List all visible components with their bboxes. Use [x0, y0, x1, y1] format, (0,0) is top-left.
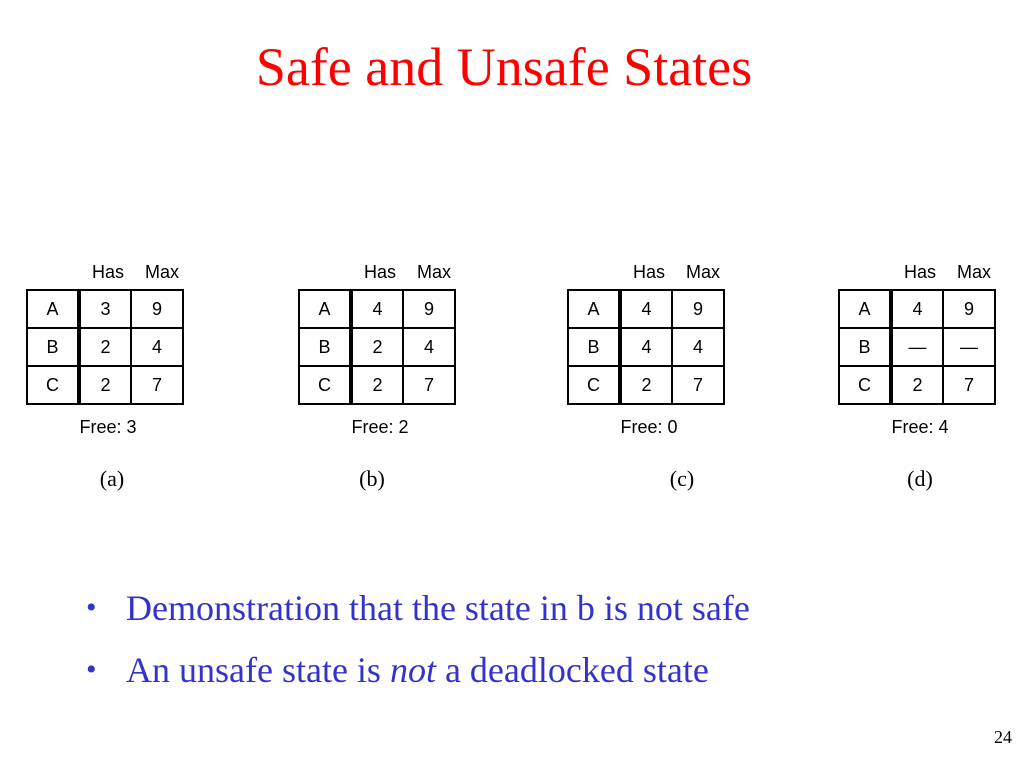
- column-header-max: Max: [416, 262, 451, 282]
- table-header: Has Max: [838, 257, 1002, 289]
- process-cell: C: [838, 365, 893, 405]
- free-count: Free: 2: [351, 417, 409, 437]
- has-cell: 3: [78, 289, 132, 329]
- table-row: C 2 7: [26, 365, 184, 405]
- bullet-text: An unsafe state is: [126, 650, 390, 690]
- max-cell: 7: [402, 365, 456, 405]
- process-cell: C: [567, 365, 622, 405]
- has-cell: 4: [890, 289, 944, 329]
- column-header-max: Max: [144, 262, 179, 282]
- has-cell: 2: [890, 365, 944, 405]
- process-cell: A: [838, 289, 893, 329]
- slide-title: Safe and Unsafe States: [255, 37, 753, 97]
- state-label-a: (a): [99, 466, 125, 491]
- column-header-has: Has: [903, 262, 936, 282]
- state-label-b: (b): [359, 466, 385, 491]
- has-cell: 2: [619, 365, 673, 405]
- bullet-list: • Demonstration that the state in b is n…: [86, 588, 750, 712]
- process-cell: A: [298, 289, 353, 329]
- column-header-max: Max: [956, 262, 991, 282]
- process-cell: B: [838, 327, 893, 367]
- has-cell: 4: [619, 289, 673, 329]
- table-row: A 4 9: [567, 289, 725, 329]
- has-cell: 4: [619, 327, 673, 367]
- state-label-c: (c): [669, 466, 695, 491]
- table-row: B 4 4: [567, 327, 725, 367]
- max-cell: 4: [130, 327, 184, 367]
- table-row: A 4 9: [298, 289, 456, 329]
- bullet-emphasis: not: [389, 650, 436, 690]
- bullet-item: • An unsafe state is not a deadlocked st…: [86, 650, 750, 690]
- bullet-text: Demonstration that the state in b is not…: [126, 588, 750, 628]
- has-cell: 2: [78, 327, 132, 367]
- free-count: Free: 0: [620, 417, 678, 437]
- max-cell: 7: [130, 365, 184, 405]
- table-row: A 3 9: [26, 289, 184, 329]
- state-table-a: Has Max A 3 9 B 2 4 C 2 7 Free: 3: [26, 257, 190, 438]
- table-row: B 2 4: [298, 327, 456, 367]
- state-table-b: Has Max A 4 9 B 2 4 C 2 7 Free: 2: [298, 257, 462, 438]
- free-count: Free: 4: [891, 417, 949, 437]
- max-cell: 9: [942, 289, 996, 329]
- resource-table: A 4 9 B 2 4 C 2 7: [298, 289, 456, 405]
- page-number: 24: [994, 727, 1012, 747]
- table-row: B 2 4: [26, 327, 184, 367]
- max-cell: 9: [402, 289, 456, 329]
- max-cell: 7: [942, 365, 996, 405]
- table-header: Has Max: [298, 257, 462, 289]
- state-table-c: Has Max A 4 9 B 4 4 C 2 7 Free: 0: [567, 257, 731, 438]
- process-cell: B: [26, 327, 81, 367]
- resource-table: A 4 9 B 4 4 C 2 7: [567, 289, 725, 405]
- max-cell: 9: [130, 289, 184, 329]
- has-cell: 2: [350, 365, 404, 405]
- process-cell: C: [298, 365, 353, 405]
- table-row: A 4 9: [838, 289, 996, 329]
- table-row: C 2 7: [838, 365, 996, 405]
- max-cell: —: [942, 327, 996, 367]
- bullet-dot-icon: •: [86, 591, 97, 624]
- state-label-d: (d): [907, 466, 933, 491]
- column-header-has: Has: [632, 262, 665, 282]
- has-cell: 2: [350, 327, 404, 367]
- free-count: Free: 3: [79, 417, 137, 437]
- table-row: B — —: [838, 327, 996, 367]
- bullet-item: • Demonstration that the state in b is n…: [86, 588, 750, 628]
- max-cell: 4: [671, 327, 725, 367]
- process-cell: B: [298, 327, 353, 367]
- process-cell: B: [567, 327, 622, 367]
- column-header-max: Max: [685, 262, 720, 282]
- process-cell: A: [26, 289, 81, 329]
- table-header: Has Max: [26, 257, 190, 289]
- process-cell: C: [26, 365, 81, 405]
- table-row: C 2 7: [298, 365, 456, 405]
- has-cell: —: [890, 327, 944, 367]
- max-cell: 4: [402, 327, 456, 367]
- bullet-dot-icon: •: [86, 653, 97, 686]
- resource-table: A 4 9 B — — C 2 7: [838, 289, 996, 405]
- max-cell: 7: [671, 365, 725, 405]
- table-row: C 2 7: [567, 365, 725, 405]
- process-cell: A: [567, 289, 622, 329]
- max-cell: 9: [671, 289, 725, 329]
- state-table-d: Has Max A 4 9 B — — C 2 7 Free: 4: [838, 257, 1002, 438]
- bullet-text: a deadlocked state: [435, 650, 709, 690]
- has-cell: 2: [78, 365, 132, 405]
- column-header-has: Has: [91, 262, 124, 282]
- column-header-has: Has: [363, 262, 396, 282]
- has-cell: 4: [350, 289, 404, 329]
- table-header: Has Max: [567, 257, 731, 289]
- resource-table: A 3 9 B 2 4 C 2 7: [26, 289, 184, 405]
